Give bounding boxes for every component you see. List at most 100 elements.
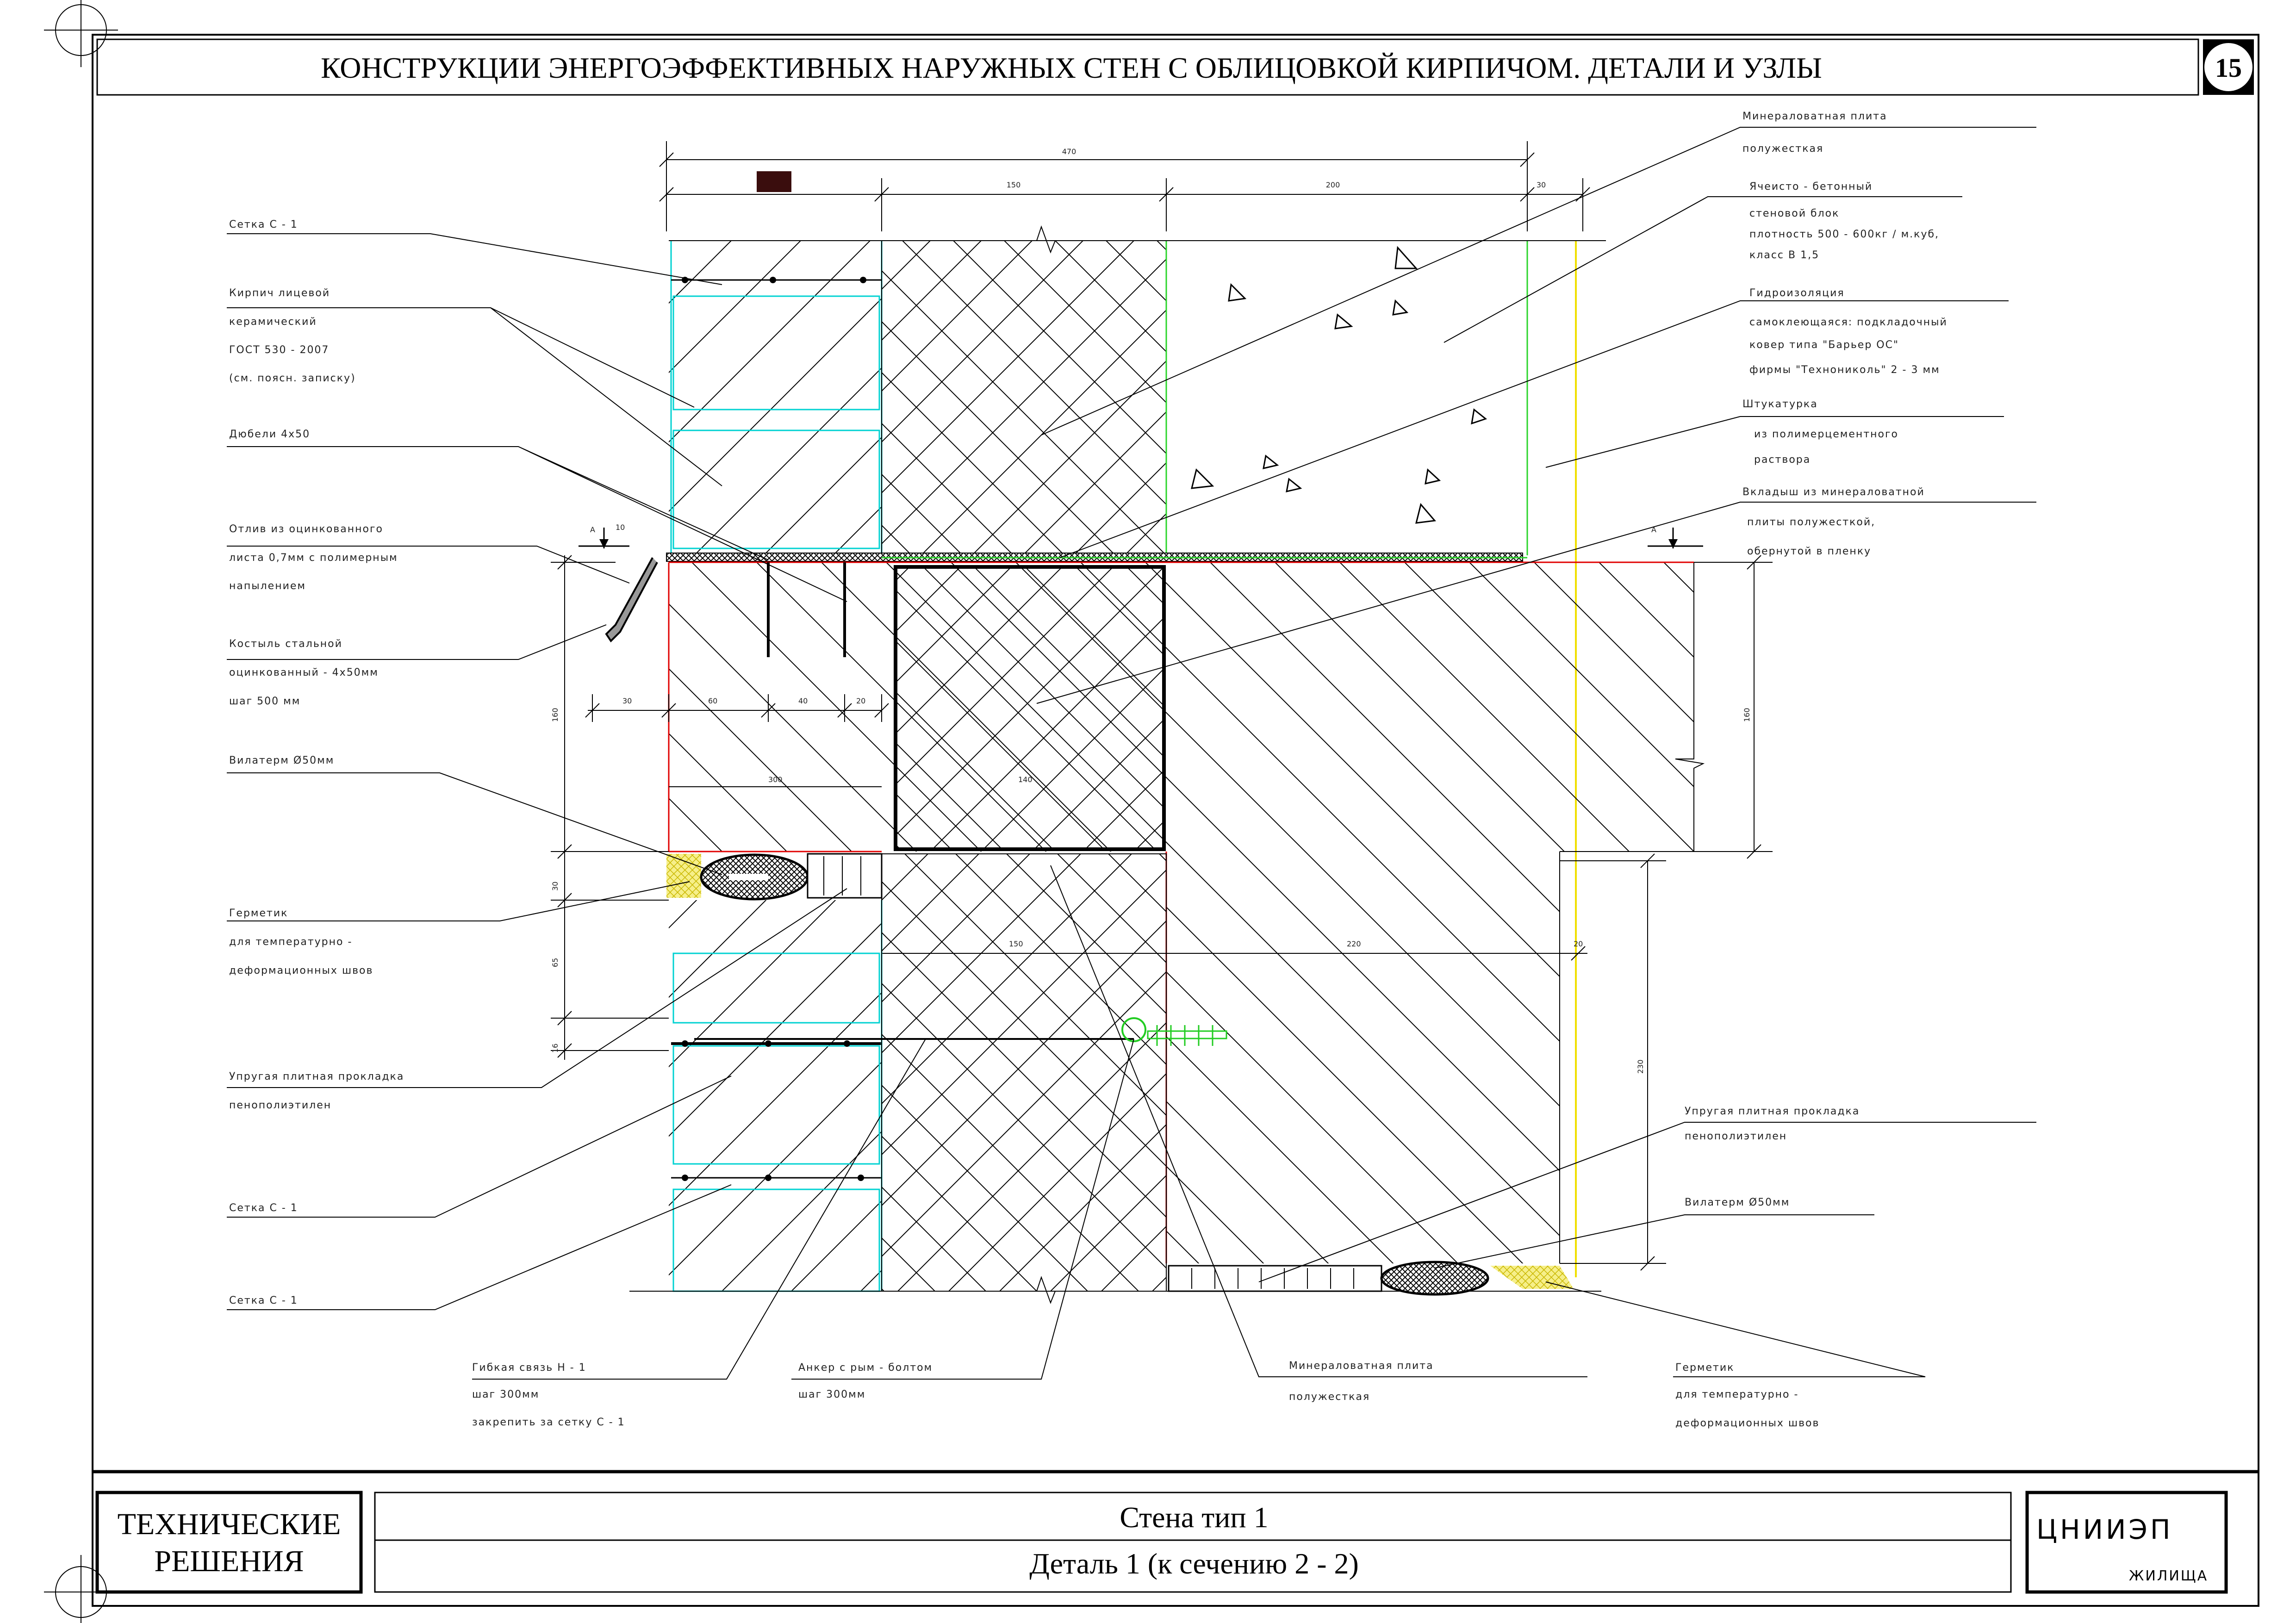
callout-mw-bottom-2: полужесткая [1289, 1391, 1370, 1403]
registration-marks [44, 0, 118, 1623]
aerated-block-upper [1165, 241, 1528, 555]
svg-text:40: 40 [798, 696, 808, 705]
svg-text:16: 16 [551, 1044, 560, 1053]
section-detail: 470 150 200 30 [551, 141, 1773, 1304]
svg-text:30: 30 [622, 696, 632, 705]
callout-brick-4: (см. поясн. записку) [229, 373, 356, 384]
callout-mw-1: Минераловатная плита [1742, 111, 1887, 122]
svg-text:160: 160 [551, 708, 560, 722]
callouts-bottom: Гибкая связь Н - 1 шаг 300мм закрепить з… [472, 1360, 1818, 1429]
callout-wp-1: Гидроизоляция [1749, 287, 1845, 299]
callout-wp-3: ковер типа "Барьер ОС" [1749, 339, 1899, 351]
lower-joint-right [1168, 1261, 1574, 1296]
brick-veneer-lower [669, 900, 883, 1292]
brick-veneer-upper [669, 241, 883, 555]
dowels [767, 562, 846, 657]
callout-flashing-1: Отлив из оцинкованного [229, 523, 383, 535]
callout-sealant-1: Герметик [229, 908, 288, 919]
svg-text:А: А [1651, 525, 1656, 534]
callout-tie-2: шаг 300мм [472, 1389, 539, 1400]
drawing-subject: Стена тип 1 [1120, 1501, 1268, 1534]
top-dimension-chain [659, 141, 1590, 231]
callout-vilaterm-right: Вилатерм Ø50мм [1685, 1197, 1790, 1208]
callout-brick-2: керамический [229, 316, 317, 328]
callout-insert-3: обернутой в пленку [1747, 546, 1871, 557]
callout-block-2: стеновой блок [1749, 208, 1839, 219]
waterproofing-strip [666, 553, 1527, 562]
callout-wp-2: самоклеющаяся: подкладочный [1749, 317, 1948, 328]
callout-pad-1: Упругая плитная прокладка [229, 1071, 404, 1082]
break-line-top [669, 225, 1527, 254]
callout-pad-right-2: пенополиэтилен [1685, 1131, 1787, 1142]
mid-dimension-chain [585, 694, 889, 722]
callouts-right: Минераловатная плита полужесткая Ячеисто… [1685, 111, 1948, 1208]
section-mark-right: А [1648, 525, 1703, 548]
mineral-wool-lower [881, 853, 1167, 1292]
dim-top-block: 200 [1326, 180, 1340, 189]
section-label-2: РЕШЕНИЯ [154, 1544, 304, 1578]
svg-text:140: 140 [1018, 775, 1033, 784]
svg-text:А: А [590, 525, 595, 534]
callout-block-4: класс В 1,5 [1749, 249, 1819, 261]
svg-text:10: 10 [616, 523, 625, 532]
dim-top-plaster: 30 [1537, 180, 1546, 189]
drawing-detail: Деталь 1 (к сечению 2 - 2) [1029, 1547, 1359, 1580]
page-number: 15 [2215, 53, 2242, 83]
callout-block-3: плотность 500 - 600кг / м.куб, [1749, 229, 1939, 240]
org-name: ЦНИИЭП [2036, 1514, 2173, 1545]
sheet-frame [92, 34, 2259, 1607]
callout-plaster-1: Штукатурка [1742, 398, 1818, 410]
svg-text:160: 160 [1742, 708, 1751, 722]
break-line-bottom [629, 1275, 1166, 1304]
callout-brick-3: ГОСТ 530 - 2007 [229, 344, 329, 356]
callout-anchor-2: шаг 300мм [798, 1389, 865, 1400]
callouts-left: Сетка С - 1 Кирпич лицевой керамический … [229, 219, 404, 1306]
callout-dowels: Дюбели 4х50 [229, 429, 310, 440]
svg-text:65: 65 [551, 958, 560, 967]
svg-text:300: 300 [768, 775, 783, 784]
callout-vilaterm: Вилатерм Ø50мм [229, 755, 334, 766]
title-block: ТЕХНИЧЕСКИЕ РЕШЕНИЯ Стена тип 1 Деталь 1… [95, 1491, 2228, 1594]
dim-top-total: 470 [1062, 147, 1076, 156]
callout-sealant-right-1: Герметик [1675, 1362, 1734, 1374]
svg-text:60: 60 [708, 696, 717, 705]
callout-mesh-top: Сетка С - 1 [229, 219, 298, 230]
svg-text:220: 220 [1347, 939, 1361, 948]
callout-brick-1: Кирпич лицевой [229, 287, 330, 299]
left-dimension-chain [551, 555, 669, 1060]
callout-bracket-2: оцинкованный - 4х50мм [229, 667, 379, 678]
callout-mesh-3: Сетка С - 1 [229, 1295, 298, 1306]
callout-plaster-2: из полимерцементного [1754, 429, 1898, 440]
callout-sealant-2: для температурно - [229, 936, 352, 948]
callout-insert-1: Вкладыш из минераловатной [1742, 486, 1925, 498]
lower-joint-left [666, 851, 883, 901]
callout-plaster-3: раствора [1754, 454, 1811, 466]
header: КОНСТРУКЦИИ ЭНЕРГОЭФФЕКТИВНЫХ НАРУЖНЫХ С… [96, 38, 2254, 96]
org-sub: ЖИЛИЩА [2129, 1568, 2208, 1584]
callout-pad-right-1: Упругая плитная прокладка [1685, 1106, 1860, 1117]
callout-wp-4: фирмы "Технониколь" 2 - 3 мм [1749, 364, 1940, 376]
right-dimension-chain [1560, 555, 1773, 1271]
callout-mw-2: полужесткая [1742, 143, 1823, 155]
callout-bracket-1: Костыль стальной [229, 638, 342, 650]
mineral-wool-upper [881, 240, 1167, 556]
callout-tie-3: закрепить за сетку С - 1 [472, 1417, 625, 1428]
section-mark-left: А [579, 525, 629, 548]
svg-text:20: 20 [856, 696, 865, 705]
callout-flashing-3: напылением [229, 580, 306, 592]
callout-bracket-3: шаг 500 мм [229, 696, 300, 707]
svg-text:30: 30 [551, 882, 560, 891]
callout-mw-bottom-1: Минераловатная плита [1289, 1360, 1434, 1372]
callout-sealant-3: деформационных швов [229, 965, 373, 976]
dim-top-brick: 150 [1007, 180, 1021, 189]
leader-lines [227, 127, 2036, 1380]
callout-sealant-right-2: для температурно - [1675, 1389, 1798, 1400]
sheet-title: КОНСТРУКЦИИ ЭНЕРГОЭФФЕКТИВНЫХ НАРУЖНЫХ С… [321, 51, 1822, 84]
svg-text:230: 230 [1636, 1059, 1645, 1074]
mineral-wool-insert [894, 565, 1166, 851]
svg-text:20: 20 [1574, 939, 1583, 948]
section-label-1: ТЕХНИЧЕСКИЕ [118, 1507, 341, 1541]
callout-anchor-1: Анкер с рым - болтом [798, 1362, 933, 1374]
drip-flashing [605, 557, 658, 643]
